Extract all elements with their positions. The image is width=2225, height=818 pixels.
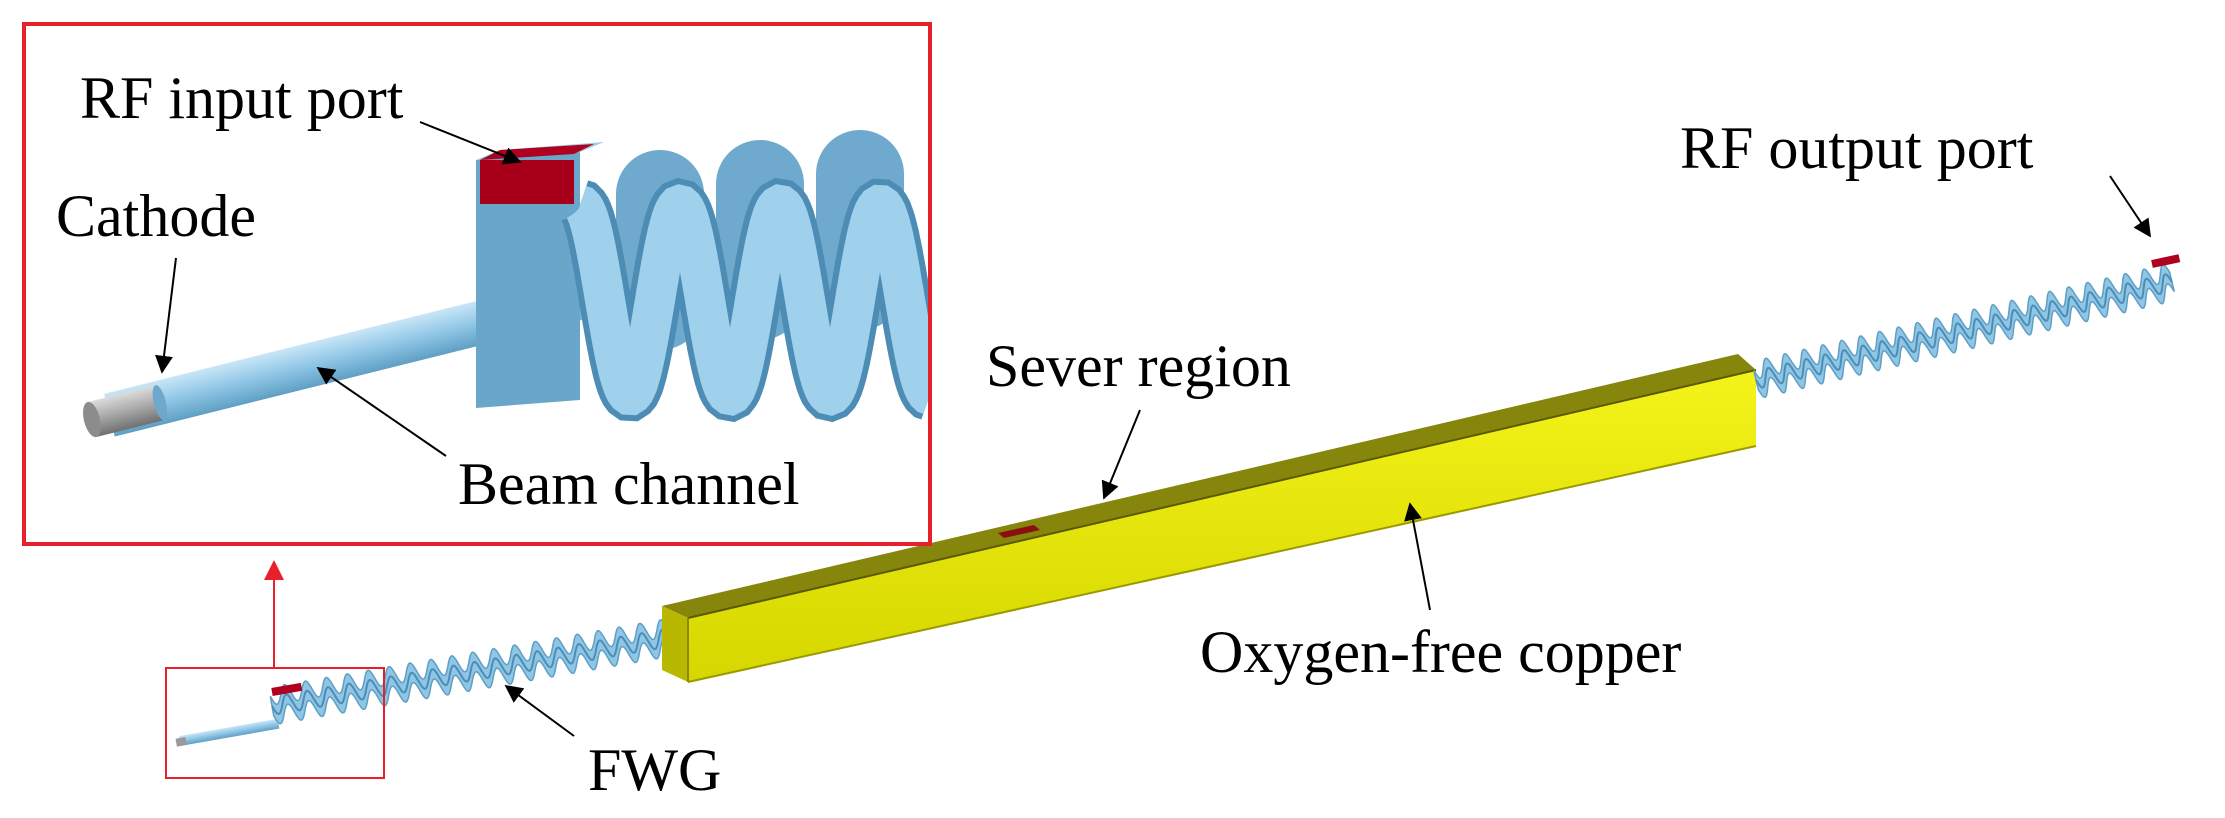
label-sever-region: Sever region <box>986 333 1291 399</box>
leader-sever-region <box>1101 409 1141 500</box>
sever-mark <box>998 525 1040 538</box>
inset-cathode <box>83 385 168 438</box>
copper-block <box>662 354 1757 683</box>
main-beam-channel <box>175 718 280 747</box>
inset-folded-waveguide <box>561 130 928 423</box>
label-beam-channel: Beam channel <box>458 451 800 517</box>
inset-serpentine-fill <box>566 184 928 416</box>
fwg-right <box>1752 263 2176 399</box>
label-cathode: Cathode <box>56 183 256 249</box>
fwg-strip-line <box>271 624 691 716</box>
leader-fwg <box>504 684 575 737</box>
fwg-strip-line <box>1755 273 2173 389</box>
leader-cathode <box>155 257 177 374</box>
main-rf-output-port <box>2151 254 2181 268</box>
leader-rf-output-port <box>2109 175 2151 238</box>
label-fwg: FWG <box>588 737 721 803</box>
leader-beam-channel <box>316 366 447 457</box>
label-rf-input-port: RF input port <box>80 65 404 131</box>
label-rf-output-port: RF output port <box>1680 115 2034 181</box>
inset-panel <box>22 22 932 546</box>
fwg-left <box>269 615 693 725</box>
main-rf-input-port <box>271 682 303 696</box>
inset-port-block <box>476 142 604 408</box>
label-oxygen-free-copper: Oxygen-free copper <box>1200 619 1681 685</box>
leader-oxygen-free-copper <box>1404 502 1431 611</box>
leader-rf-input-port <box>419 121 522 165</box>
